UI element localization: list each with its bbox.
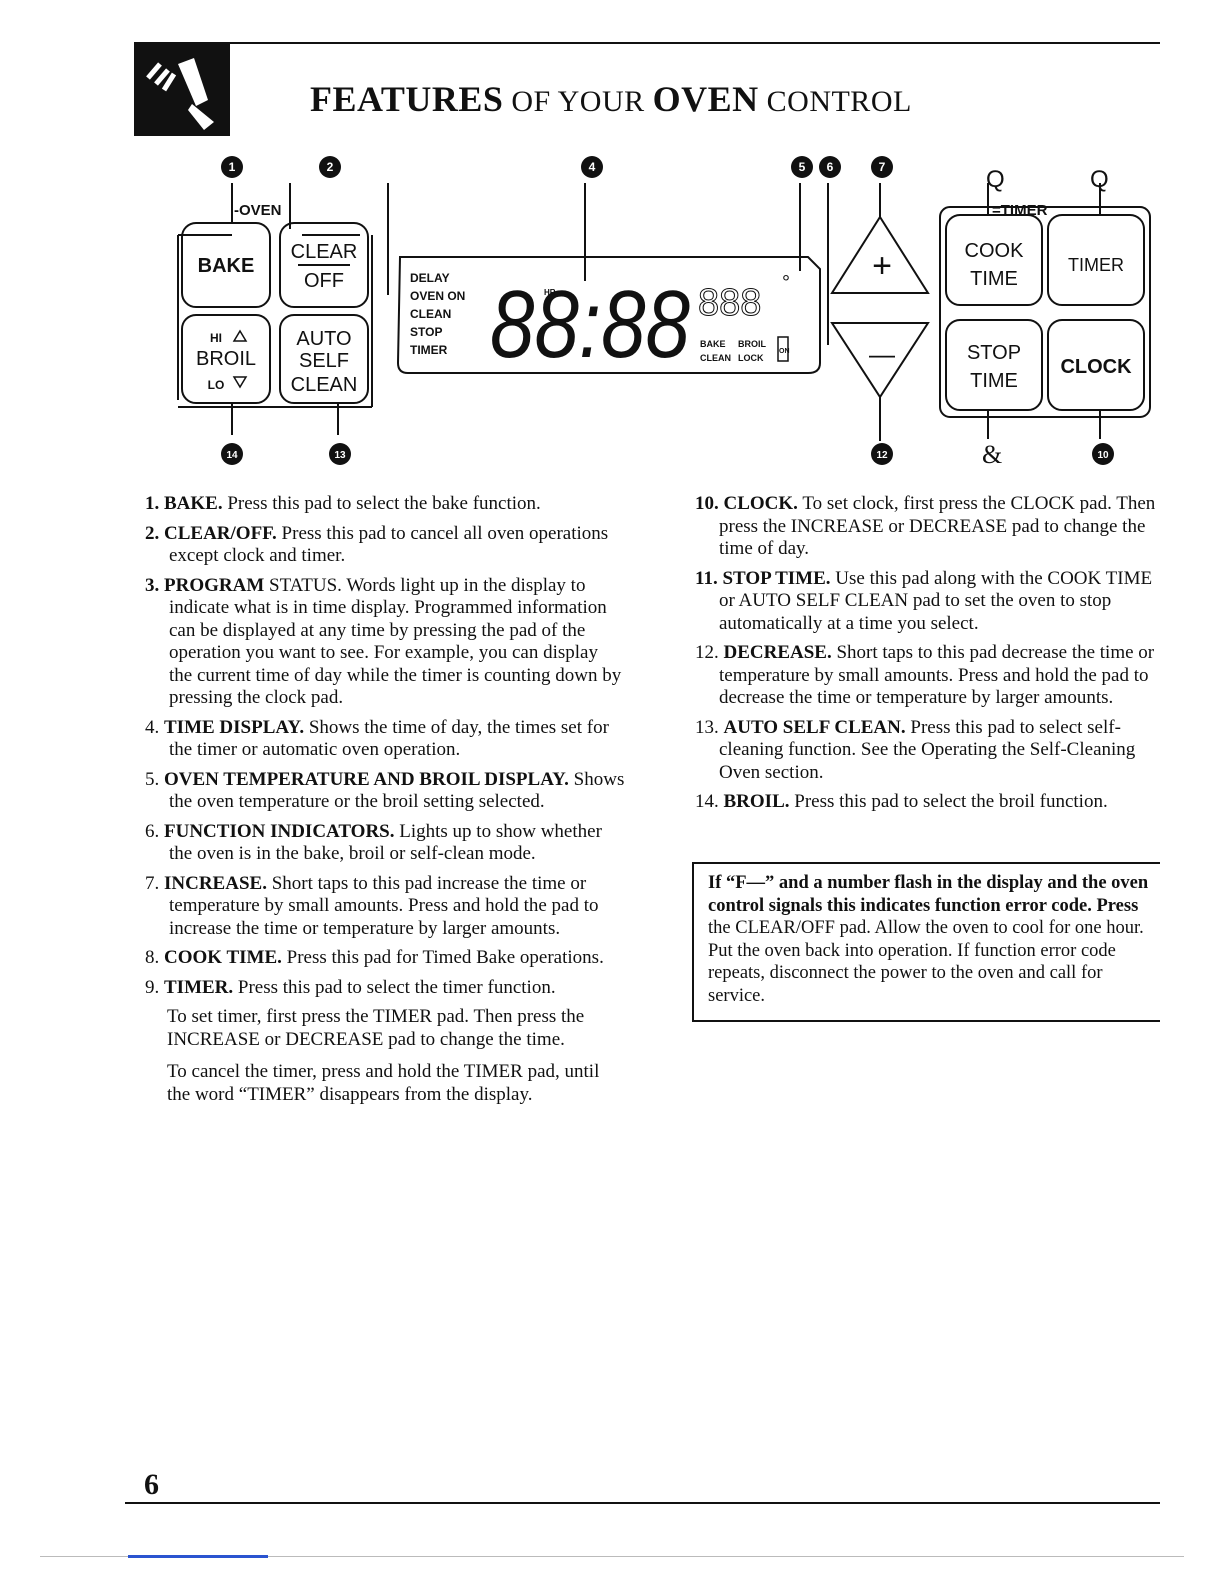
indicator-lock: LOCK — [738, 353, 764, 363]
broil-hi-triangle-icon — [232, 329, 248, 342]
callout-2 — [319, 156, 341, 178]
callout-5 — [791, 156, 813, 178]
ampersand-label: & — [982, 440, 1002, 469]
title-word-of-your: OF YOUR — [503, 85, 653, 118]
oven-control-diagram: 1 2 4 5 6 7 12 10 13 14 -OVEN =TIMER Q Q… — [160, 145, 1160, 480]
error-code-note: If “F—” and a number flash in the displa… — [692, 862, 1160, 1022]
degree-symbol: ° — [782, 272, 790, 294]
list-item: 6. FUNCTION INDICATORS. Lights up to sho… — [145, 820, 602, 865]
callout-label-12: 12 — [876, 450, 888, 461]
callout-label-4: 4 — [589, 160, 596, 174]
callout-label-5: 5 — [799, 160, 806, 174]
oven-group-label: -OVEN — [234, 202, 282, 219]
list-item: 4. TIME DISPLAY. Shows the time of day, … — [145, 716, 609, 761]
title-word-oven: OVEN — [652, 79, 759, 119]
callout-7 — [871, 156, 893, 178]
list-item: 13. AUTO SELF CLEAN. Press this pad to s… — [695, 716, 1136, 783]
right-column: 10. CLOCK. To set clock, first press the… — [695, 493, 1160, 821]
note-text: the CLEAR/OFF pad. Allow the oven to coo… — [708, 918, 1144, 1006]
callout-label-7: 7 — [879, 160, 886, 174]
indicator-broil: BROIL — [738, 339, 767, 349]
stop-time-pad-label: TIME — [970, 370, 1018, 392]
top-rule — [134, 42, 1160, 44]
timer-pad-label: TIMER — [1068, 255, 1124, 275]
list-item: 8. COOK TIME. Press this pad for Timed B… — [145, 947, 604, 968]
time-display-digits: 88:88 — [490, 271, 690, 378]
list-item: 12. DECREASE. Short taps to this pad dec… — [695, 642, 1155, 708]
timer-cancel-note: To cancel the timer, press and hold the … — [167, 1061, 600, 1105]
broil-lo-triangle-icon — [232, 376, 248, 389]
hi-label: HI — [210, 331, 222, 345]
cook-pad-label: COOK — [965, 240, 1025, 262]
left-column: 1. BAKE. Press this pad to select the ba… — [145, 493, 625, 1116]
control-panel-illustration: 1 2 4 5 6 7 12 10 13 14 -OVEN =TIMER Q Q… — [177, 156, 1151, 469]
callout-label-10: 10 — [1097, 450, 1109, 461]
timer-set-note: To set timer, first press the TIMER pad.… — [167, 1006, 585, 1050]
page-number: 6 — [144, 1468, 159, 1501]
note-bold-text: If “F—” and a number flash in the displa… — [708, 873, 1149, 916]
status-delay: DELAY — [410, 271, 450, 285]
self-pad-label: SELF — [299, 350, 349, 372]
bottom-rule — [125, 1502, 1160, 1504]
indicator-on-box: ON — [779, 348, 790, 355]
auto-pad-label: AUTO — [296, 328, 351, 350]
callout-label-13: 13 — [334, 450, 346, 461]
q-label-left: Q — [986, 166, 1005, 193]
callout-13 — [329, 443, 351, 465]
section-logo-icon — [134, 44, 230, 136]
page-title: FEATURES OF YOUR OVEN CONTROL — [310, 78, 912, 120]
clock-pad-label: CLOCK — [1060, 356, 1132, 378]
callout-14 — [221, 443, 243, 465]
callout-10 — [1092, 443, 1114, 465]
cook-time-pad-label: TIME — [970, 268, 1018, 290]
broil-pad-label: BROIL — [196, 348, 256, 370]
list-item: 7. INCREASE. Short taps to this pad incr… — [145, 872, 599, 939]
temperature-display-digits: 888 — [698, 282, 761, 324]
list-item: 5. OVEN TEMPERATURE AND BROIL DISPLAY. S… — [145, 768, 625, 813]
indicator-clean: CLEAN — [700, 353, 731, 363]
hr-indicator: HR — [544, 288, 556, 297]
decrease-pad-label: — — [869, 339, 895, 369]
list-item: 10. CLOCK. To set clock, first press the… — [695, 493, 1156, 559]
status-clean: CLEAN — [410, 307, 451, 321]
status-oven-on: OVEN ON — [410, 289, 465, 303]
indicator-bake: BAKE — [700, 339, 726, 349]
callout-12 — [871, 443, 893, 465]
callout-1 — [221, 156, 243, 178]
list-item: 2. CLEAR/OFF. Press this pad to cancel a… — [145, 522, 609, 567]
scan-edge-mark — [128, 1555, 268, 1558]
list-item: 9. TIMER. Press this pad to select the t… — [145, 976, 556, 998]
title-word-features: FEATURES — [310, 79, 504, 119]
status-timer: TIMER — [410, 343, 448, 357]
status-stop: STOP — [410, 325, 442, 339]
timer-group-label: =TIMER — [992, 202, 1048, 219]
off-pad-label: OFF — [304, 270, 344, 292]
callout-label-1: 1 — [229, 160, 236, 174]
list-item: 1. BAKE. Press this pad to select the ba… — [145, 493, 541, 514]
stop-pad-label: STOP — [967, 342, 1021, 364]
callout-6 — [819, 156, 841, 178]
list-item: 3. PROGRAM STATUS. Words light up in the… — [145, 574, 622, 709]
callout-label-14: 14 — [226, 450, 238, 461]
increase-pad-label: + — [872, 247, 892, 285]
clean-pad-label: CLEAN — [291, 374, 358, 396]
title-word-control: CONTROL — [758, 85, 912, 118]
callout-label-6: 6 — [827, 160, 834, 174]
list-item: 11. STOP TIME. Use this pad along with t… — [695, 567, 1153, 634]
list-item: 14. BROIL. Press this pad to select the … — [695, 791, 1108, 812]
bake-pad-label: BAKE — [198, 255, 255, 277]
callout-label-2: 2 — [327, 160, 334, 174]
q-label-right: Q — [1090, 166, 1109, 193]
lo-label: LO — [208, 378, 225, 392]
callout-4 — [581, 156, 603, 178]
scan-edge-line — [40, 1556, 1184, 1557]
clear-pad-label: CLEAR — [291, 241, 358, 263]
